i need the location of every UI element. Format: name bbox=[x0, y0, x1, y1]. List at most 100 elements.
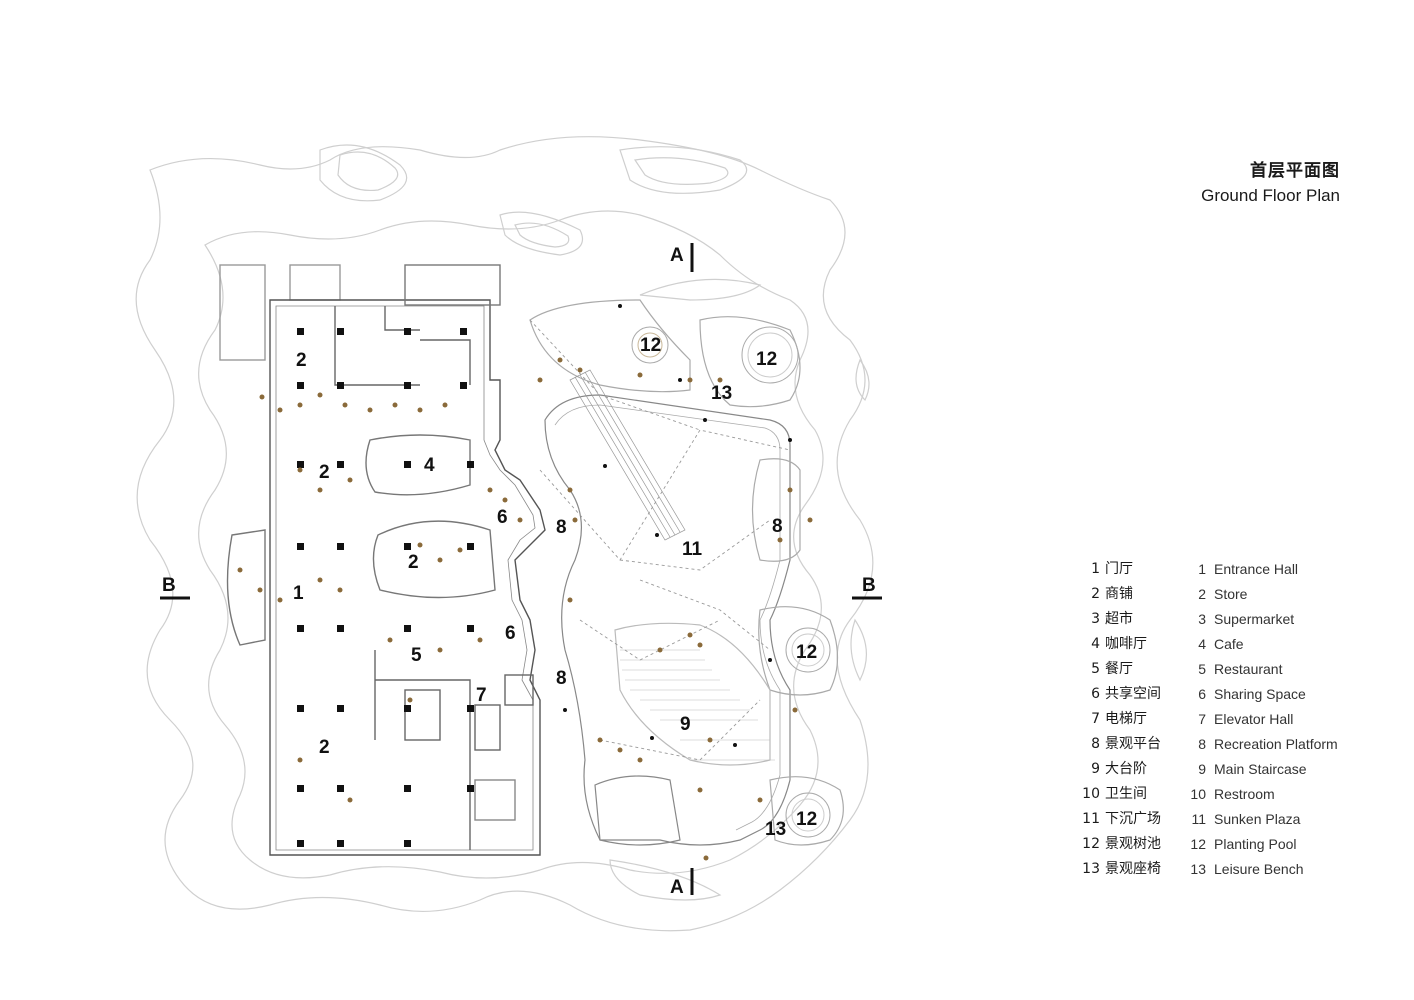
legend-en: Recreation Platform bbox=[1214, 736, 1338, 752]
legend-cn: 下沉广场 bbox=[1105, 811, 1161, 827]
legend-cn: 咖啡厅 bbox=[1105, 636, 1147, 652]
label-planting-pool-1: 12 bbox=[640, 335, 661, 356]
legend-num-cn: 3 bbox=[1091, 611, 1100, 627]
label-platform-west-north: 8 bbox=[556, 517, 567, 538]
legend-cn: 餐厅 bbox=[1105, 661, 1133, 677]
legend-num-cn: 12 bbox=[1082, 836, 1100, 852]
legend-en: Restroom bbox=[1214, 786, 1275, 802]
legend-num-cn: 5 bbox=[1091, 661, 1100, 677]
label-planting-pool-2: 12 bbox=[756, 349, 777, 370]
legend-en: Restaurant bbox=[1214, 661, 1283, 677]
legend-num-cn: 8 bbox=[1091, 736, 1100, 752]
legend-en: Store bbox=[1214, 586, 1248, 602]
label-platform-west-south: 8 bbox=[556, 668, 567, 689]
label-sharing-space-south: 6 bbox=[505, 623, 516, 644]
legend-num-cn: 13 bbox=[1082, 861, 1100, 877]
legend-num-en: 6 bbox=[1198, 686, 1206, 702]
legend-num-cn: 7 bbox=[1091, 711, 1100, 727]
legend-en: Entrance Hall bbox=[1214, 561, 1299, 577]
legend-cn: 卫生间 bbox=[1105, 786, 1147, 802]
section-cut-a-bottom: A bbox=[670, 868, 694, 898]
legend-num-cn: 4 bbox=[1091, 636, 1100, 652]
circulation-lines bbox=[529, 319, 791, 761]
legend-en: Sunken Plaza bbox=[1214, 811, 1301, 827]
section-label-a-bottom: A bbox=[670, 877, 684, 898]
legend-row: 13 景观座椅 13 Leisure Bench bbox=[1070, 860, 1370, 885]
legend-num-en: 3 bbox=[1198, 611, 1206, 627]
legend-en: Cafe bbox=[1214, 636, 1244, 652]
section-cut-a-top: A bbox=[670, 243, 694, 272]
legend-row: 12 景观树池 12 Planting Pool bbox=[1070, 835, 1370, 860]
label-planting-pool-4: 12 bbox=[796, 809, 817, 830]
legend-num-en: 4 bbox=[1198, 636, 1206, 652]
legend-num-cn: 2 bbox=[1091, 586, 1100, 602]
legend-num-cn: 9 bbox=[1091, 761, 1100, 777]
legend-num-en: 9 bbox=[1198, 761, 1206, 777]
label-store-south: 2 bbox=[319, 737, 330, 758]
legend-en: Sharing Space bbox=[1214, 686, 1306, 702]
plan-title-cn: 首层平面图 bbox=[1250, 161, 1340, 181]
people-figures bbox=[237, 357, 813, 861]
legend-cn: 景观座椅 bbox=[1105, 861, 1161, 877]
light-points bbox=[563, 304, 792, 747]
legend-num-en: 12 bbox=[1190, 836, 1206, 852]
label-main-staircase: 9 bbox=[680, 714, 691, 735]
legend-num-cn: 10 bbox=[1082, 786, 1100, 802]
label-elevator-hall: 7 bbox=[476, 685, 487, 706]
legend-cn: 景观树池 bbox=[1105, 836, 1161, 852]
legend-num-en: 1 bbox=[1198, 561, 1206, 577]
planting-pool-trees bbox=[631, 326, 831, 838]
legend-cn: 景观平台 bbox=[1105, 736, 1161, 752]
legend-num-en: 7 bbox=[1198, 711, 1206, 727]
label-planting-pool-3: 12 bbox=[796, 642, 817, 663]
legend-num-cn: 6 bbox=[1091, 686, 1100, 702]
legend-en: Elevator Hall bbox=[1214, 711, 1294, 727]
label-sharing-space-north: 6 bbox=[497, 507, 508, 528]
legend-en: Leisure Bench bbox=[1214, 861, 1304, 877]
legend-num-cn: 1 bbox=[1091, 561, 1100, 577]
legend-en: Supermarket bbox=[1214, 611, 1295, 627]
legend-cn: 超市 bbox=[1105, 611, 1133, 627]
label-store-east: 2 bbox=[408, 552, 419, 573]
escalator-stair bbox=[569, 369, 686, 541]
legend-num-en: 13 bbox=[1190, 861, 1206, 877]
structural-columns bbox=[297, 328, 474, 847]
section-label-a-top: A bbox=[670, 245, 684, 266]
building-walls bbox=[219, 264, 546, 856]
legend-cn: 门厅 bbox=[1105, 561, 1133, 577]
section-cut-b-left: B bbox=[160, 575, 190, 600]
legend-en: Planting Pool bbox=[1214, 836, 1297, 852]
landscape-contours bbox=[135, 136, 874, 932]
plan-title-en: Ground Floor Plan bbox=[1201, 186, 1340, 205]
legend-cn: 共享空间 bbox=[1105, 686, 1161, 702]
label-store-north: 2 bbox=[296, 350, 307, 371]
legend-en: Main Staircase bbox=[1214, 761, 1307, 777]
legend: 1 门厅 1 Entrance Hall 2 商铺 2 Store 3 超市 3 Super… bbox=[1070, 560, 1370, 885]
sunken-plaza-outline bbox=[529, 299, 844, 846]
legend-cn: 大台阶 bbox=[1105, 761, 1147, 777]
legend-row: 7 电梯厅 7 Elevator Hall bbox=[1070, 710, 1370, 735]
legend-num-en: 2 bbox=[1198, 586, 1206, 602]
label-restaurant: 5 bbox=[411, 645, 422, 666]
legend-cn: 商铺 bbox=[1105, 586, 1133, 602]
legend-row: 1 门厅 1 Entrance Hall bbox=[1070, 560, 1370, 585]
label-sunken-plaza: 11 bbox=[682, 539, 703, 560]
legend-row: 3 超市 3 Supermarket bbox=[1070, 610, 1370, 635]
legend-num-en: 10 bbox=[1190, 786, 1206, 802]
legend-cn: 电梯厅 bbox=[1105, 711, 1147, 727]
area-number-labels: 2 2 4 6 8 2 1 6 5 7 8 2 11 9 8 12 12 12 … bbox=[293, 335, 817, 840]
label-cafe: 4 bbox=[424, 455, 435, 476]
legend-num-cn: 11 bbox=[1082, 811, 1100, 827]
section-label-b-right: B bbox=[862, 575, 876, 596]
legend-num-en: 11 bbox=[1191, 811, 1206, 827]
section-cut-b-right: B bbox=[852, 575, 882, 600]
legend-row: 4 咖啡厅 4 Cafe bbox=[1070, 635, 1370, 660]
legend-row: 6 共享空间 6 Sharing Space bbox=[1070, 685, 1370, 710]
legend-row: 10 卫生间 10 Restroom bbox=[1070, 785, 1370, 810]
label-store-center: 2 bbox=[319, 462, 330, 483]
label-leisure-bench-south: 13 bbox=[765, 819, 786, 840]
section-label-b-left: B bbox=[162, 575, 176, 596]
